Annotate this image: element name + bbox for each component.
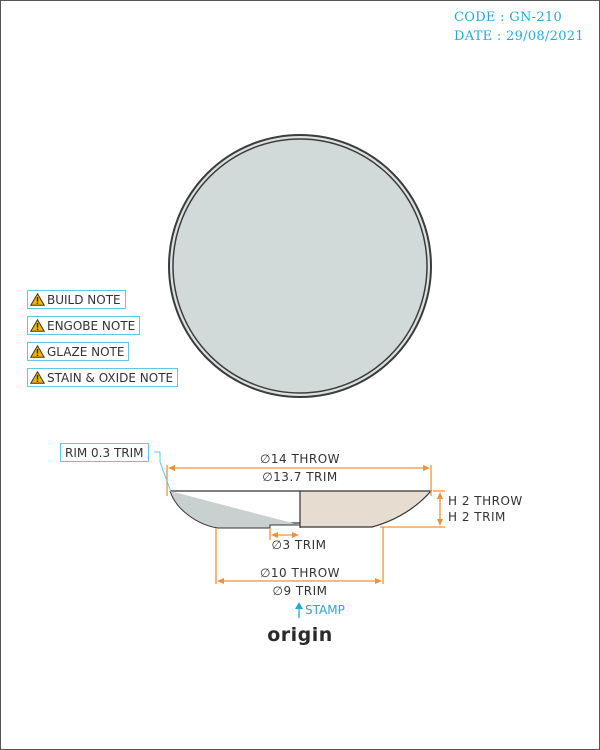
plate-section-view bbox=[169, 490, 433, 529]
warning-icon bbox=[30, 293, 45, 306]
warning-icon bbox=[30, 371, 45, 384]
plate-inner-rim bbox=[172, 138, 428, 394]
stamp-label: STAMP bbox=[305, 603, 345, 617]
stamp-arrow-head bbox=[295, 602, 303, 609]
rim-callout-label: RIM 0.3 TRIM bbox=[65, 445, 144, 460]
stain-oxide-note-label: STAIN & OXIDE NOTE bbox=[47, 370, 174, 385]
dim-height-throw-text: H 2 THROW bbox=[448, 494, 523, 508]
stamp-indicator: STAMP bbox=[295, 602, 345, 618]
dim-base-throw-text: ∅10 THROW bbox=[260, 566, 340, 580]
rim-leader-line bbox=[154, 451, 172, 493]
plate-top-view bbox=[168, 134, 432, 398]
drawing-header: CODE : GN-210 DATE : 29/08/2021 bbox=[454, 8, 584, 46]
engobe-note-button[interactable]: ENGOBE NOTE bbox=[27, 316, 141, 335]
notes-list: BUILD NOTE ENGOBE NOTE GLAZE NOTE bbox=[27, 290, 179, 394]
build-note-label: BUILD NOTE bbox=[47, 292, 121, 307]
dim-top-trim-text: ∅13.7 TRIM bbox=[262, 470, 338, 484]
dimension-arrows bbox=[168, 465, 443, 584]
glaze-note-button[interactable]: GLAZE NOTE bbox=[27, 342, 130, 361]
build-note-button[interactable]: BUILD NOTE bbox=[27, 290, 126, 309]
plate-profile-wall bbox=[169, 490, 300, 529]
dim-top-throw-text: ∅14 THROW bbox=[260, 452, 340, 466]
dim-height-trim-text: H 2 TRIM bbox=[448, 510, 506, 524]
dim-foot-trim-text: ∅3 TRIM bbox=[272, 538, 327, 552]
rim-callout: RIM 0.3 TRIM bbox=[60, 443, 149, 462]
warning-icon bbox=[30, 345, 45, 358]
warning-icon bbox=[30, 319, 45, 332]
stain-oxide-note-button[interactable]: STAIN & OXIDE NOTE bbox=[27, 368, 179, 387]
origin-logo: origin bbox=[267, 624, 333, 646]
drawing-date: DATE : 29/08/2021 bbox=[454, 29, 584, 44]
dim-base-trim-text: ∅9 TRIM bbox=[273, 584, 328, 598]
glaze-note-label: GLAZE NOTE bbox=[47, 344, 125, 359]
clay-section bbox=[299, 490, 433, 528]
engobe-note-label: ENGOBE NOTE bbox=[47, 318, 136, 333]
product-code: CODE : GN-210 bbox=[454, 10, 563, 25]
